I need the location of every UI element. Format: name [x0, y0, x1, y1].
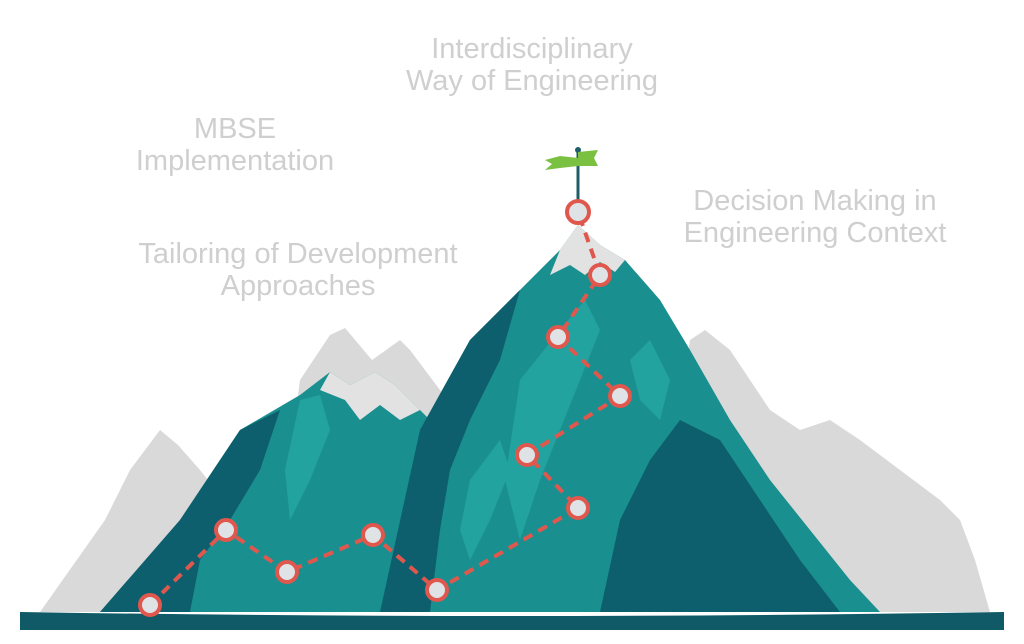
label-decision-making-in-engineering-context: Decision Making in Engineering Context	[660, 185, 970, 249]
ground	[20, 612, 1004, 630]
waypoint-marker-icon	[546, 325, 570, 349]
waypoint-marker-icon	[608, 384, 632, 408]
waypoint-marker-icon	[214, 518, 238, 542]
summit-flag-icon	[545, 147, 598, 205]
climbing-path	[148, 211, 622, 607]
label-line: Way of Engineering	[405, 65, 658, 97]
label-tailoring-of-development-approaches: Tailoring of Development Approaches	[108, 238, 488, 302]
waypoints	[138, 199, 632, 617]
waypoint-marker-icon	[138, 593, 162, 617]
label-interdisciplinary-way-of-engineering: Interdisciplinary Way of Engineering	[372, 33, 692, 97]
waypoint-marker-icon	[361, 523, 385, 547]
label-line: Engineering Context	[683, 217, 947, 249]
waypoint-marker-icon	[566, 496, 590, 520]
label-line: Tailoring of Development	[138, 238, 458, 270]
waypoint-marker-icon	[425, 578, 449, 602]
waypoint-marker-icon	[588, 263, 612, 287]
label-line: MBSE	[193, 113, 277, 145]
label-line: Implementation	[135, 145, 335, 177]
main-mountain	[380, 225, 880, 612]
label-line: Interdisciplinary	[431, 33, 633, 65]
waypoint-marker-icon	[275, 560, 299, 584]
label-mbse-implementation: MBSE Implementation	[100, 113, 370, 177]
waypoint-marker-icon	[565, 199, 591, 225]
waypoint-marker-icon	[515, 443, 539, 467]
label-line: Approaches	[220, 270, 376, 302]
label-line: Decision Making in	[693, 185, 937, 217]
